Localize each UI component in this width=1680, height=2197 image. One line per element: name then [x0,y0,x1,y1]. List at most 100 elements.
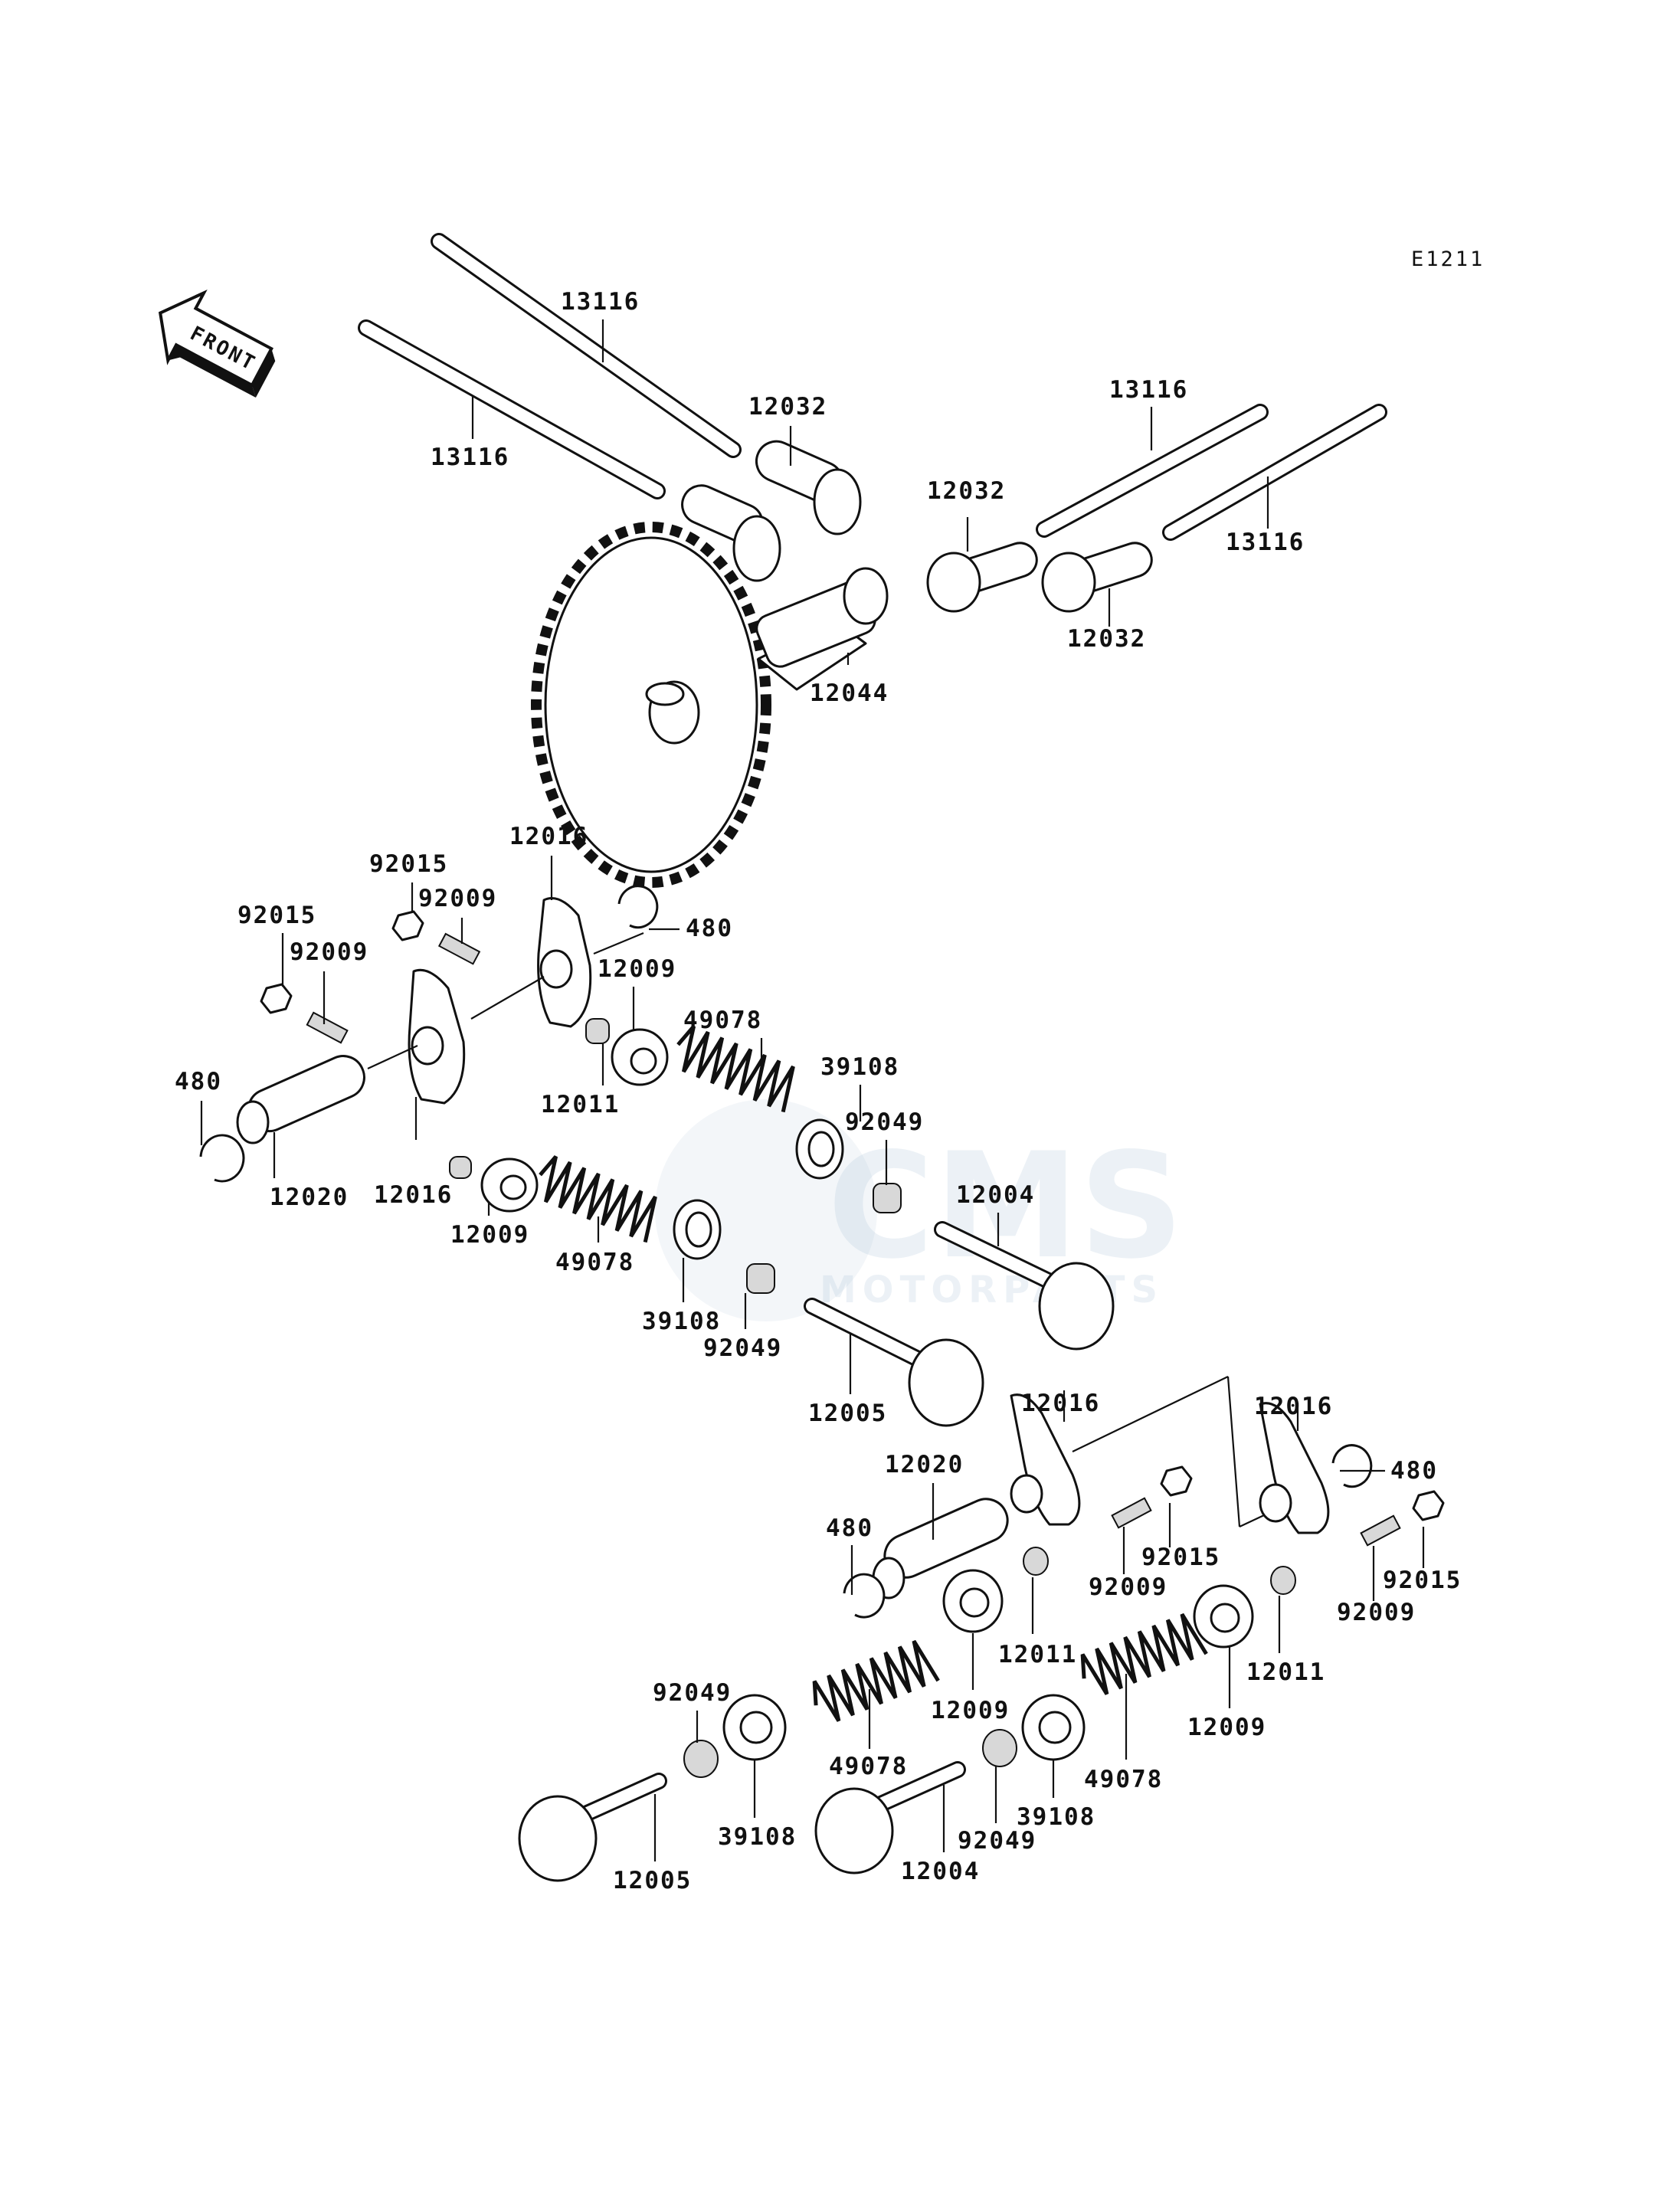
label-13116: 13116 [1109,376,1188,404]
collet-lower-1 [1023,1547,1049,1576]
label-12032: 12032 [748,393,827,421]
intake-valve-lower [518,1773,667,1882]
label-12016: 12016 [374,1181,453,1209]
label-92009: 92009 [1089,1573,1167,1601]
adjust-screw-right-b [1360,1514,1401,1547]
label-12009: 12009 [598,955,676,983]
label-12005: 12005 [613,1867,692,1894]
rocker-arm-left-lower [408,968,466,1105]
valve-spring-lower-1 [812,1639,940,1722]
tappet-left [681,484,781,582]
label-39108: 39108 [642,1308,721,1335]
spring-seat-lower-2 [1193,1584,1254,1649]
label-12011: 12011 [1246,1658,1325,1686]
label-39108: 39108 [1017,1803,1095,1831]
label-12011: 12011 [998,1641,1077,1668]
valve-seal-upper-2 [746,1263,775,1294]
spring-retainer-lower-2 [1021,1694,1086,1761]
spring-seat-upper-2 [480,1157,539,1213]
adjust-screw-right-a [1111,1497,1152,1529]
lock-nut-right-b [1412,1490,1445,1521]
label-92049: 92049 [653,1679,732,1707]
camshaft-gear [531,522,889,888]
label-92009: 92009 [290,938,368,966]
spring-seat-upper-1 [611,1028,669,1086]
rocker-arm-left-upper [537,897,592,1028]
label-480: 480 [826,1514,873,1542]
valve-seal-lower-1 [683,1740,719,1778]
spring-retainer-upper-2 [673,1199,722,1260]
label-92015: 92015 [237,902,316,929]
label-13116: 13116 [561,288,640,316]
spring-seat-lower-1 [942,1569,1004,1633]
front-arrow-icon: FRONT [158,289,276,398]
label-92015: 92015 [1141,1544,1220,1571]
label-12016: 12016 [1254,1393,1333,1420]
push-rod-right-2 [1162,404,1387,541]
label-92009: 92009 [418,885,497,912]
label-92015: 92015 [1383,1567,1462,1594]
adjust-screw-left-b [306,1011,349,1044]
push-rod-lower-left [358,319,666,499]
label-92049: 92049 [958,1827,1036,1855]
label-480: 480 [686,915,733,942]
label-12032: 12032 [1067,625,1146,653]
valve-spring-lower-2 [1080,1613,1208,1695]
label-92009: 92009 [1337,1599,1416,1626]
collet-upper-1 [585,1018,610,1044]
tappet-right-2 [1041,542,1153,613]
label-39108: 39108 [820,1053,899,1081]
label-12020: 12020 [885,1451,964,1478]
rocker-arm-right-2 [1259,1402,1330,1534]
valve-seal-upper-1 [873,1183,902,1213]
valve-seal-lower-2 [982,1729,1017,1767]
leader-lines [200,319,1425,1861]
label-49078: 49078 [555,1249,634,1276]
circlip-upper-right [617,885,659,929]
label-92049: 92049 [845,1108,924,1136]
label-12044: 12044 [810,679,889,707]
label-480: 480 [175,1068,222,1095]
exhaust-valve-lower [814,1761,966,1874]
push-rod-upper-left [431,233,742,458]
tappet-upper [755,440,862,535]
label-12009: 12009 [931,1697,1010,1724]
label-12016: 12016 [509,823,588,850]
label-12020: 12020 [270,1184,349,1211]
spring-retainer-upper-1 [795,1118,844,1180]
label-12016: 12016 [1021,1390,1100,1417]
valve-spring-upper-2 [539,1155,657,1243]
label-49078: 49078 [683,1007,762,1034]
label-12009: 12009 [450,1221,529,1249]
collet-upper-2 [449,1156,472,1179]
push-rod-right-1 [1036,404,1269,538]
label-12005: 12005 [808,1400,887,1427]
intake-valve-upper [804,1298,984,1427]
label-13116: 13116 [431,444,509,471]
label-480: 480 [1390,1457,1438,1485]
adjust-screw-left-a [437,932,481,965]
label-12009: 12009 [1187,1714,1266,1741]
label-92049: 92049 [703,1334,782,1362]
label-49078: 49078 [1084,1766,1163,1793]
valve-spring-upper-1 [676,1025,795,1113]
rocker-shaft-left [236,1055,365,1144]
label-12004: 12004 [956,1181,1035,1209]
label-49078: 49078 [829,1753,908,1780]
lock-nut-right-a [1160,1465,1193,1497]
label-13116: 13116 [1226,529,1305,556]
part-number-labels: 13116 13116 13116 13116 12032 12032 1203… [175,288,1462,1894]
diagram-code: E1211 [1411,247,1485,271]
spring-retainer-lower-1 [722,1694,787,1761]
circlip-left [199,1134,245,1183]
rocker-arm-right-1 [1010,1393,1081,1526]
label-12004: 12004 [901,1858,980,1885]
exhaust-valve-upper [934,1221,1115,1351]
label-92015: 92015 [369,850,448,878]
circlip-lower-right [1331,1444,1373,1488]
label-12011: 12011 [541,1091,620,1118]
label-12032: 12032 [927,477,1006,505]
lock-nut-left-a [391,910,424,941]
tappet-right-1 [926,542,1038,613]
